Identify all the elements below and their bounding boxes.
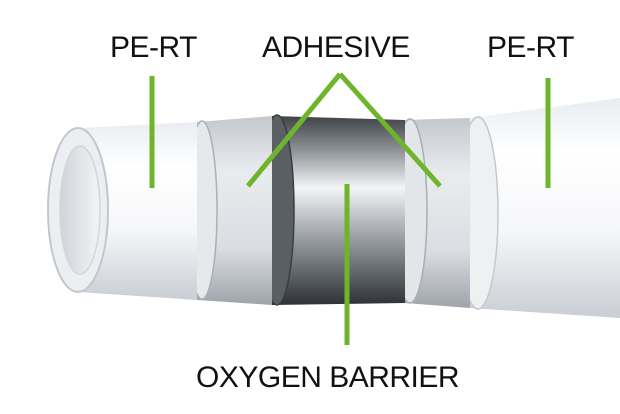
adhesive-ring-inner <box>186 116 272 305</box>
label-oxygen-barrier: OXYGEN BARRIER <box>196 361 459 394</box>
leader-line-adhesive-left <box>246 72 342 188</box>
outer-pe-rt-layer <box>457 98 620 318</box>
label-inner-pe-rt: PE-RT <box>110 31 197 64</box>
inner-pe-rt-layer <box>47 122 197 300</box>
leader-line-adhesive-right <box>338 72 442 188</box>
label-adhesive: ADHESIVE <box>262 31 410 64</box>
label-outer-pe-rt: PE-RT <box>487 31 574 64</box>
leader-lines <box>149 72 551 345</box>
